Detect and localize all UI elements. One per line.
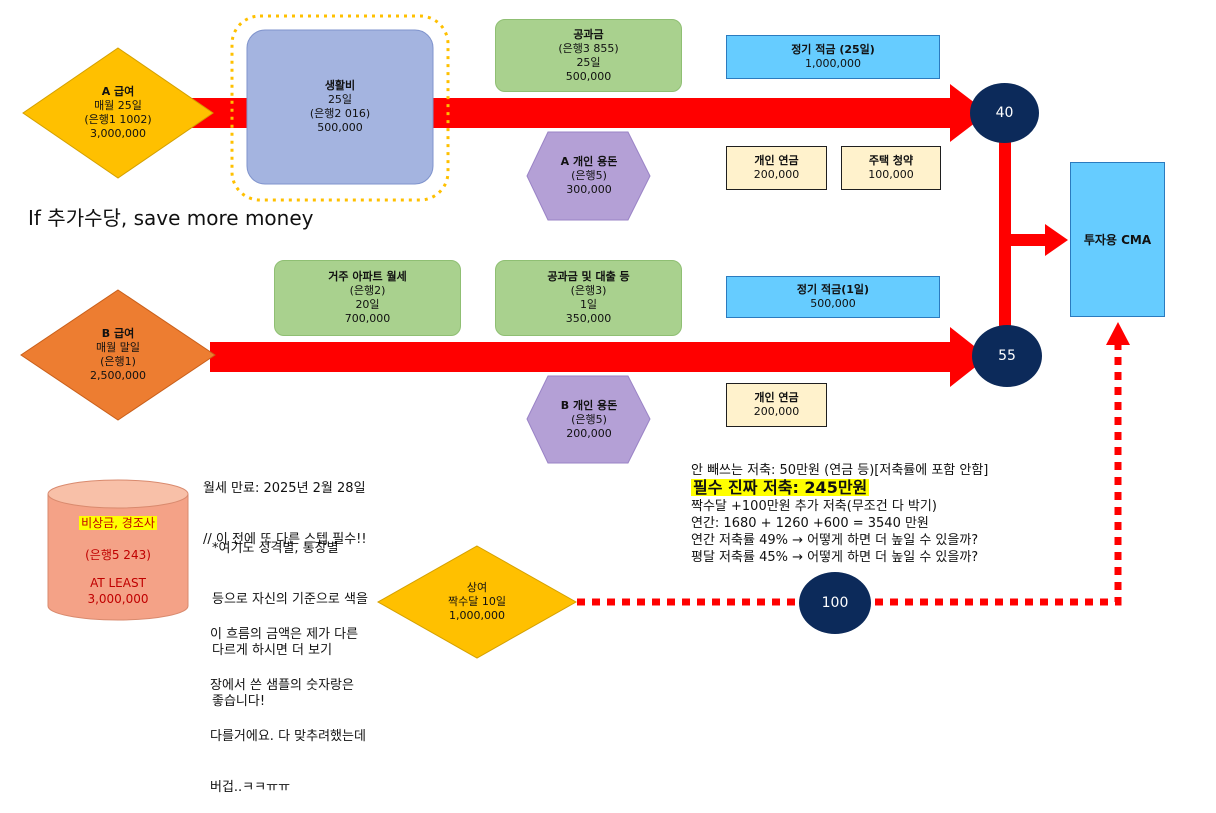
living-day: 25일 <box>327 93 353 106</box>
saving-1-box: 정기 적금(1일) 500,000 <box>726 276 940 318</box>
flow-arrow-b <box>210 327 988 387</box>
cma-title: 투자용 CMA <box>1083 232 1152 247</box>
pocket-a-title: A 개인 용돈 <box>560 155 618 168</box>
sample-line4: 버겁..ㅋㅋㅠㅠ <box>210 780 291 795</box>
salary-b-label: B 급여 매월 말일 (은행1) 2,500,000 <box>48 320 188 390</box>
emergency-bank: (은행5 243) <box>85 548 151 562</box>
pocket-a-label: A 개인 용돈 (은행5) 300,000 <box>530 148 648 204</box>
housing-box: 주택 청약 100,000 <box>841 146 941 190</box>
pocket-b-title: B 개인 용돈 <box>560 399 618 412</box>
pocket-b-label: B 개인 용돈 (은행5) 200,000 <box>530 392 648 448</box>
salary-b-diamond <box>20 289 216 421</box>
emergency-title: 비상금, 경조사 <box>79 516 157 530</box>
housing-title: 주택 청약 <box>868 154 914 167</box>
living-bank: (은행2 016) <box>309 107 371 120</box>
living-amount: 500,000 <box>317 121 363 134</box>
rent-box: 거주 아파트 월세 (은행2) 20일 700,000 <box>274 260 461 336</box>
saving-25-amount: 1,000,000 <box>805 57 861 70</box>
salary-a-label: A 급여 매월 25일 (은행1 1002) 3,000,000 <box>48 78 188 148</box>
pocket-a-amount: 300,000 <box>566 183 612 196</box>
utility-b-day: 1일 <box>579 298 598 311</box>
pension-a-amount: 200,000 <box>753 168 800 181</box>
sample-note: 이 흐름의 금액은 제가 다른 장에서 쓴 샘플의 숫자랑은 다를거에요. 다 … <box>210 592 366 813</box>
salary-a-amount: 3,000,000 <box>90 127 146 140</box>
salary-a-day: 매월 25일 <box>94 99 142 112</box>
bonus-dotted-path <box>577 345 1122 606</box>
cma-box: 투자용 CMA <box>1070 162 1165 317</box>
utility-a-day: 25일 <box>576 55 601 69</box>
pocket-b-bank: (은행5) <box>571 413 607 426</box>
emergency-atleast: AT LEAST <box>90 576 146 590</box>
utility-b-box: 공과금 및 대출 등 (은행3) 1일 350,000 <box>495 260 682 336</box>
bonus-label: 상여 짝수달 10일 1,000,000 <box>410 576 544 628</box>
salary-a-bank: (은행1 1002) <box>84 113 152 126</box>
bonus-amount: 1,000,000 <box>449 609 505 622</box>
living-box-shape <box>246 29 434 185</box>
living-expense-box: 생활비 25일 (은행2 016) 500,000 <box>247 30 433 184</box>
rent-title: 거주 아파트 월세 <box>328 270 407 283</box>
sample-line3: 다를거에요. 다 맞추려했는데 <box>210 729 366 744</box>
saving-1-title: 정기 적금(1일) <box>796 283 870 296</box>
salary-a-title: A 급여 <box>101 85 135 98</box>
rent-expiry-line2: // 이 전에 또 다른 스텝 필수!! <box>203 532 367 547</box>
rent-day: 20일 <box>355 298 380 311</box>
pension-b-title: 개인 연금 <box>754 391 799 404</box>
summary-line5: 연간 저축률 49% → 어떻게 하면 더 높일 수 있을까? <box>691 533 979 548</box>
summary-line1: 안 빼쓰는 저축: 50만원 (연금 등)[저축률에 포함 안함] <box>691 463 989 478</box>
color-tip-line3: 다르게 하시면 더 보기 <box>212 643 333 658</box>
pension-a-box: 개인 연금 200,000 <box>726 146 827 190</box>
utility-b-bank: (은행3) <box>570 284 607 297</box>
utility-a-title: 공과금 <box>573 27 604 41</box>
utility-b-title: 공과금 및 대출 등 <box>547 270 630 283</box>
circle-55: 55 <box>972 325 1042 387</box>
utility-a-amount: 500,000 <box>565 69 612 83</box>
circle-40: 40 <box>970 83 1039 143</box>
summary-line6: 평달 저축률 45% → 어떻게 하면 더 높일 수 있을까? <box>691 550 979 565</box>
bonus-arrow-head <box>1106 322 1130 345</box>
bonus-diamond <box>376 545 578 659</box>
rent-expiry-line1: 월세 만료: 2025년 2월 28일 <box>203 481 366 496</box>
salary-b-day: 매월 말일 <box>96 341 140 354</box>
emergency-label: 비상금, 경조사 (은행5 243) AT LEAST 3,000,000 <box>48 515 188 607</box>
utility-a-bank: (은행3 855) <box>558 41 619 55</box>
utility-a-box: 공과금 (은행3 855) 25일 500,000 <box>495 19 682 92</box>
savings-summary: 안 빼쓰는 저축: 50만원 (연금 등)[저축률에 포함 안함] 필수 진짜 … <box>691 462 988 566</box>
pension-b-box: 개인 연금 200,000 <box>726 383 827 427</box>
housing-amount: 100,000 <box>868 168 914 181</box>
saving-1-amount: 500,000 <box>810 297 856 310</box>
salary-a-diamond <box>22 47 214 179</box>
pocket-a-bank: (은행5) <box>571 169 607 182</box>
color-tip-line2: 등으로 자신의 기준으로 색을 <box>212 592 368 607</box>
salary-b-bank: (은행1) <box>100 355 136 368</box>
sample-line2: 장에서 쓴 샘플의 숫자랑은 <box>210 678 354 693</box>
salary-b-amount: 2,500,000 <box>90 369 146 382</box>
bonus-title: 상여 <box>466 581 488 594</box>
living-title: 생활비 <box>324 79 356 92</box>
pocket-b-hexagon <box>526 375 651 464</box>
pocket-a-hexagon <box>526 131 651 221</box>
saving-25-title: 정기 적금 (25일) <box>791 43 875 56</box>
arrow-to-cma <box>1011 224 1068 256</box>
emergency-amount: 3,000,000 <box>87 592 149 606</box>
pocket-b-amount: 200,000 <box>566 427 612 440</box>
living-highlight-outline <box>230 14 450 202</box>
extra-allowance-note: If 추가수당, save more money <box>28 206 314 230</box>
saving-25-box: 정기 적금 (25일) 1,000,000 <box>726 35 940 79</box>
bonus-day: 짝수달 10일 <box>448 595 506 608</box>
connector-vertical <box>999 140 1011 330</box>
sample-line1: 이 흐름의 금액은 제가 다른 <box>210 627 359 642</box>
summary-line4: 연간: 1680 + 1260 +600 = 3540 만원 <box>691 516 929 531</box>
pension-a-title: 개인 연금 <box>754 154 799 167</box>
color-tip-line1: *여기도 성격별, 통장별 <box>212 541 339 556</box>
rent-expiry-note: 월세 만료: 2025년 2월 28일 // 이 전에 또 다른 스텝 필수!! <box>203 446 367 565</box>
summary-line3: 짝수달 +100만원 추가 저축(무조건 다 박기) <box>691 499 937 514</box>
rent-bank: (은행2) <box>349 284 386 297</box>
pension-b-amount: 200,000 <box>753 405 800 418</box>
summary-highlight: 필수 진짜 저축: 245만원 <box>691 478 870 497</box>
salary-b-title: B 급여 <box>101 327 135 340</box>
emergency-cylinder-top <box>47 479 189 509</box>
utility-b-amount: 350,000 <box>565 312 612 325</box>
circle-100: 100 <box>799 572 871 634</box>
rent-amount: 700,000 <box>344 312 391 325</box>
